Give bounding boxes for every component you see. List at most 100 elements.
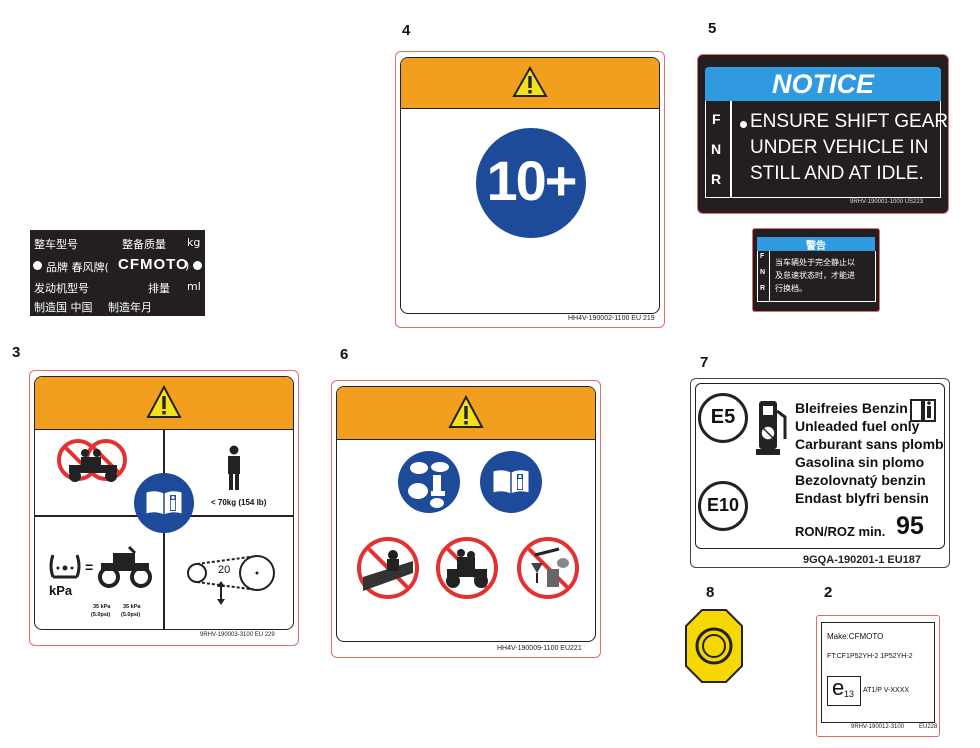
fnr-letter-n: N [711, 141, 722, 157]
plate-brand: CFMOTO [118, 256, 189, 273]
cn-fnr-divider [769, 251, 770, 301]
tire-left-psi: (5.0psi) [91, 612, 111, 618]
bullet-icon [740, 121, 747, 128]
cn-line-3: 行换档。 [775, 284, 807, 293]
atv-riders-icon [69, 449, 117, 482]
label-3-number: 3 [12, 344, 21, 361]
plate-line1-left: 整车型号 [34, 238, 78, 251]
label-5-number: 5 [708, 20, 717, 37]
weight-limit-text: < 70kg (154 lb) [211, 498, 267, 507]
e13-e: e [832, 675, 845, 700]
label-7-code: 9GQA-190201-1 EU187 [803, 554, 922, 566]
fuel-line-4: Gasolina sin plomo [795, 454, 925, 470]
pressure-unit: kPa [49, 583, 73, 598]
e10-text: E10 [706, 495, 740, 515]
protective-gear-icon [408, 462, 449, 508]
cn-line-1: 当车辆处于完全静止以 [775, 258, 855, 267]
book-info-icon [910, 399, 936, 422]
e13-sub: 13 [844, 689, 855, 699]
e5-circle [698, 393, 748, 443]
book-info-icon [145, 490, 183, 516]
label-3-outer: < 70kg (154 lb) kPa = 35 kPa (5.0psi) 35… [29, 370, 299, 646]
notice-line-1: ENSURE SHIFT GEARS [750, 111, 961, 132]
e10-circle [698, 481, 748, 531]
label-3-code: 9RHV-190003-3100 EU 229 [200, 632, 275, 638]
age-circle-icon [476, 128, 586, 238]
fnr-letter-f: F [712, 111, 721, 127]
label-7-outer: E5 E10 Bleifreies Benzin Unleaded fuel o… [690, 378, 950, 568]
book-info-icon [492, 469, 530, 495]
label-4-outer: 10+ HH4V-190002-1100 EU 219 [395, 51, 665, 328]
cn-fnr-n: N [760, 269, 766, 276]
notice-title-bar [705, 67, 941, 101]
fuel-pump-icon [756, 401, 787, 455]
make-text: Make:CFMOTO [827, 632, 884, 641]
label-6-outer: HH4V-190009-1100 EU221 [331, 380, 601, 658]
plate-hole-right [193, 261, 202, 270]
plate-line1-unit: kg [187, 236, 201, 249]
label-8-number: 8 [706, 584, 715, 601]
equals-sign: = [85, 559, 94, 575]
plate-line1-mid: 整备质量 [122, 238, 166, 251]
warning-triangle-icon [512, 66, 548, 97]
label-6-code: HH4V-190009-1100 EU221 [497, 645, 582, 652]
label-3-card: < 70kg (154 lb) kPa = 35 kPa (5.0psi) 35… [34, 376, 294, 630]
protective-gear-circle [398, 451, 460, 513]
fuel-line-6: Endast blyfri bensin [795, 490, 929, 506]
label-5-chinese-warning: 警告 F N R 当车辆处于完全静止以 及怠速状态时，才能进 行换档。 [752, 228, 880, 312]
age-limit-text: 10+ [486, 149, 578, 212]
label-2-card [821, 622, 935, 723]
label-2-code: 9RHV-190012-3100 [851, 724, 905, 730]
label-4-code: HH4V-190002-1100 EU 219 [568, 315, 655, 322]
plate-line2-text: 品牌 春风牌( [46, 261, 109, 274]
atv-passenger-icon [446, 549, 488, 588]
ron-label: RON/ROZ min. [795, 524, 886, 539]
fnr-divider [730, 101, 732, 197]
road-riding-icon [363, 550, 413, 591]
fuel-line-5: Bezolovnatý benzin [795, 472, 926, 488]
notice-title: NOTICE [771, 69, 874, 99]
ft-text: FT:CF1P52YH-2 1P52YH-2 [827, 653, 913, 660]
octagon-ring-icon [685, 609, 743, 683]
cn-title-bar [757, 237, 875, 251]
tire-left-pressure: 35 kPa [93, 604, 111, 610]
plate-hole-left [33, 261, 42, 270]
plate-brand-close: ) [185, 259, 190, 272]
label-4-card: 10+ [400, 57, 660, 314]
cn-body-frame [757, 251, 876, 302]
warning-triangle-icon [146, 385, 182, 418]
notice-line-2: UNDER VEHICLE IN [750, 137, 929, 158]
person-icon [228, 445, 240, 490]
label-2-outer: Make:CFMOTO FT:CF1P52YH-2 1P52YH-2 e 13 … [816, 615, 940, 737]
notice-line-3: STILL AND AT IDLE. [750, 163, 924, 184]
label-6-number: 6 [340, 346, 349, 363]
notice-body-frame [705, 101, 941, 198]
label-2-number: 2 [824, 584, 833, 601]
plate-line3-unit: ml [187, 280, 201, 293]
label-2-eu: EU228 [919, 724, 938, 730]
approval-text: AT1/P V-XXXX [863, 687, 910, 694]
fuel-line-2: Unleaded fuel only [795, 418, 920, 434]
chain-slack-value: 20 [218, 564, 231, 576]
plate-line4-left: 制造国 中国 [34, 301, 93, 314]
ron-value: 95 [896, 512, 924, 540]
fuel-line-3: Carburant sans plomb [795, 436, 944, 452]
cn-line-2: 及怠速状态时，才能进 [775, 271, 855, 280]
plate-line3-mid: 排量 [148, 282, 170, 295]
no-alcohol-drugs-icon [517, 537, 579, 599]
label-6-card [336, 386, 596, 642]
e13-box [827, 676, 861, 706]
tire-right-psi: (5.0psi) [121, 612, 141, 618]
label-7-number: 7 [700, 354, 709, 371]
cn-title: 警告 [806, 241, 826, 252]
cn-fnr-r: R [760, 285, 766, 292]
chain-slack-icon [187, 555, 275, 605]
e5-text: E5 [710, 406, 736, 428]
cn-fnr-f: F [760, 253, 765, 260]
label-1-vehicle-plate: 整车型号 整备质量 kg 品牌 春风牌( CFMOTO ) 发动机型号 排量 m… [30, 230, 205, 316]
warning-triangle-icon [448, 395, 484, 428]
tire-pressure-icon [49, 554, 81, 579]
fnr-letter-r: R [711, 171, 722, 187]
alcohol-drugs-icon [531, 547, 569, 587]
tire-right-pressure: 35 kPa [123, 604, 141, 610]
